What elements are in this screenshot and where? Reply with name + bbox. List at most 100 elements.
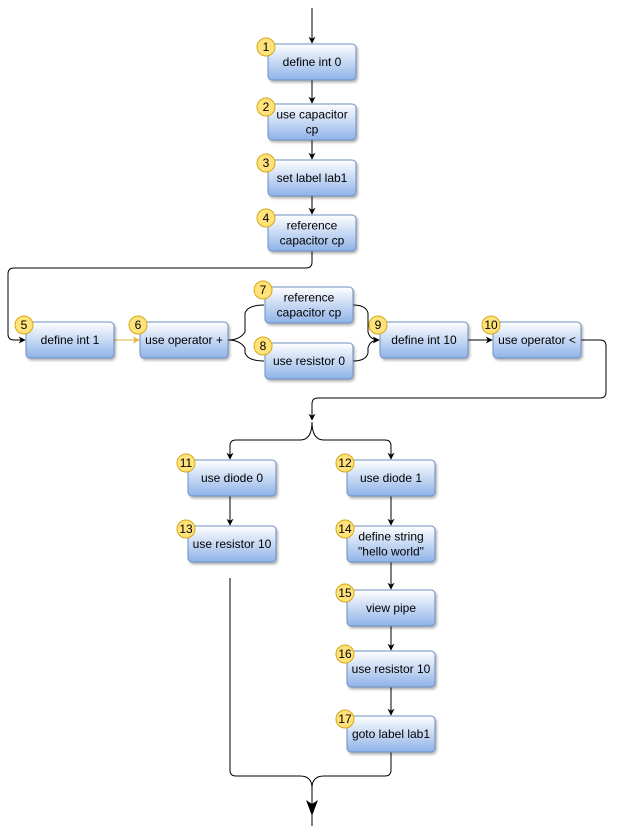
step-badge	[368, 315, 388, 335]
node-label: use resistor 10	[352, 662, 431, 676]
node-label: cp	[306, 123, 319, 137]
node-box	[267, 103, 357, 141]
node-label: define string	[358, 530, 423, 544]
node-label: view pipe	[366, 601, 416, 615]
node-9: define int 10 9	[368, 315, 469, 359]
node-label: use capacitor	[276, 108, 347, 122]
edge-8-9	[352, 339, 380, 362]
step-number: 3	[263, 156, 270, 170]
step-badge	[335, 519, 355, 539]
edge-10-split	[308, 339, 607, 421]
step-badge	[256, 37, 276, 57]
node-box	[346, 589, 436, 627]
node-label: "hello world"	[358, 545, 424, 559]
node-box	[267, 214, 357, 252]
node-label: define int 1	[41, 333, 100, 347]
node-12: use diode 1 12	[335, 453, 436, 497]
node-box	[379, 321, 469, 359]
node-label: reference	[284, 291, 335, 305]
node-15: view pipe 15	[335, 583, 436, 627]
node-label: define int 0	[283, 55, 342, 69]
step-badge	[256, 208, 276, 228]
node-label: use resistor 10	[193, 537, 272, 551]
step-number: 1	[263, 40, 270, 54]
node-box	[346, 525, 436, 563]
step-number: 11	[180, 456, 193, 470]
node-label: reference	[287, 219, 338, 233]
node-5: define int 1 5	[14, 315, 115, 359]
step-number: 16	[338, 647, 352, 661]
edge-split-12	[311, 421, 395, 460]
step-number: 10	[484, 318, 498, 332]
edge-split-11	[226, 421, 313, 460]
node-8: use resistor 08	[253, 336, 354, 380]
step-number: 17	[338, 712, 352, 726]
node-label: set label lab1	[277, 171, 348, 185]
edge-7-9	[352, 304, 380, 344]
step-badge	[256, 97, 276, 117]
step-badge	[14, 315, 34, 335]
step-number: 14	[338, 522, 352, 536]
step-badge	[335, 583, 355, 603]
node-box	[25, 321, 115, 359]
edge-17-merge	[311, 752, 392, 789]
edge-4-5	[7, 251, 313, 344]
step-badge	[176, 453, 196, 473]
step-badge	[128, 315, 148, 335]
node-box	[346, 459, 436, 497]
node-14: define string"hello world" 14	[335, 519, 436, 563]
node-11: use diode 0 11	[176, 453, 277, 497]
node-label: use diode 1	[360, 471, 422, 485]
edge-6-7	[227, 304, 265, 341]
step-number: 12	[338, 456, 352, 470]
step-badge	[256, 153, 276, 173]
node-label: capacitor cp	[280, 234, 345, 248]
edge-6-8	[227, 339, 265, 362]
node-box	[264, 342, 354, 380]
exit-arrowhead	[306, 800, 318, 816]
node-box	[346, 650, 436, 688]
step-number: 4	[263, 211, 270, 225]
step-badge	[481, 315, 501, 335]
node-box	[187, 459, 277, 497]
node-label: use diode 0	[201, 471, 263, 485]
node-box	[139, 321, 229, 359]
node-3: set label lab1 3	[256, 153, 357, 197]
node-box	[346, 715, 436, 753]
node-6: use operator +6	[128, 315, 229, 359]
node-label: use operator +	[145, 333, 223, 347]
step-badge	[253, 280, 273, 300]
step-badge	[335, 644, 355, 664]
step-number: 15	[338, 586, 352, 600]
edge-13-merge	[229, 578, 313, 789]
node-10: use operator <10	[481, 315, 582, 359]
step-number: 5	[21, 318, 28, 332]
node-box	[267, 43, 357, 81]
edges	[7, 8, 607, 826]
step-number: 9	[375, 318, 382, 332]
node-box	[187, 525, 277, 563]
node-1: define int 0 1	[256, 37, 357, 81]
step-number: 13	[179, 522, 193, 536]
node-label: goto label lab1	[352, 727, 430, 741]
step-badge	[176, 519, 196, 539]
node-label: use resistor 0	[273, 354, 345, 368]
node-label: capacitor cp	[277, 306, 342, 320]
step-badge	[253, 336, 273, 356]
step-badge	[335, 453, 355, 473]
node-label: define int 10	[391, 333, 457, 347]
node-box	[267, 159, 357, 197]
step-badge	[335, 709, 355, 729]
node-label: use operator <	[498, 333, 576, 347]
step-number: 6	[135, 318, 142, 332]
step-number: 7	[260, 283, 267, 297]
step-number: 2	[263, 100, 270, 114]
